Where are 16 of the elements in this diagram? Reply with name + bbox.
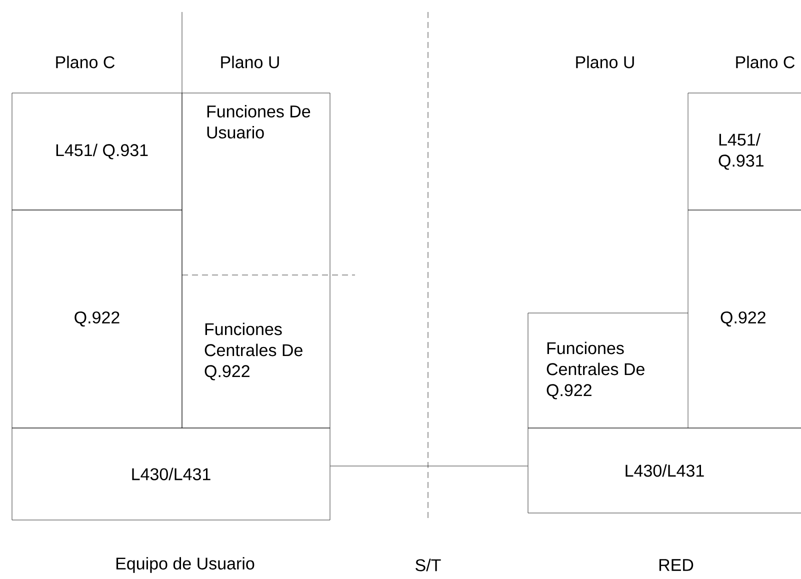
label-text: RED: [659, 559, 694, 571]
protocol-box: L451/ Q.931: [12, 92, 182, 210]
label-text: Plano U: [576, 56, 634, 68]
protocol-box: Q.922: [688, 210, 801, 428]
label-text: Plano C: [56, 56, 115, 68]
label-text: Equipo de Usuario: [116, 557, 254, 573]
protocol-box: Funciones Centrales De Q.922: [182, 274, 330, 428]
label-text: Plano U: [221, 56, 279, 68]
label-text: S/T: [416, 558, 441, 572]
protocol-box: Funciones De Usuario: [182, 92, 356, 276]
protocol-box: Q.922: [12, 210, 182, 428]
label-text: Plano C: [736, 56, 795, 68]
protocol-box: L451/ Q.931: [688, 92, 801, 210]
protocol-box: L430/L431: [12, 428, 330, 520]
protocol-box: Funciones Centrales De Q.922: [528, 312, 688, 428]
protocol-box: L430/L431: [528, 428, 801, 514]
